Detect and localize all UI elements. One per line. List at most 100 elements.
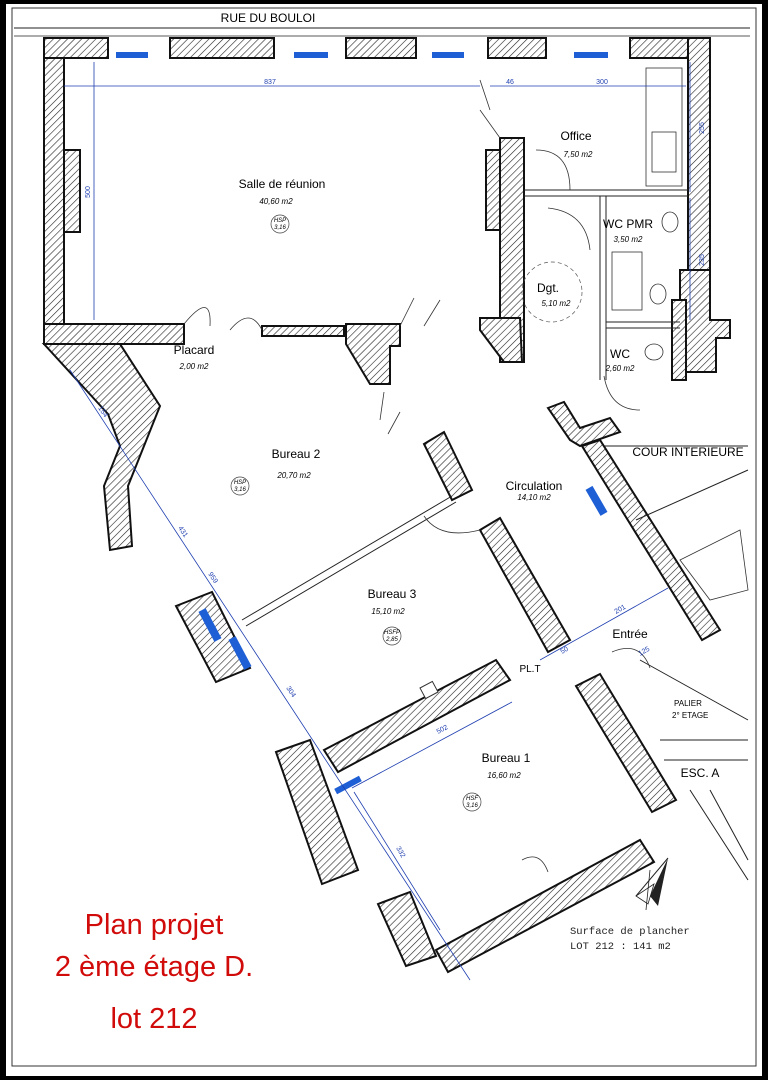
door-wcpmr xyxy=(547,207,591,251)
facade-wall xyxy=(487,37,547,59)
room-name-salle: Salle de réunion xyxy=(239,177,326,191)
dim-201-line xyxy=(539,587,669,661)
room-name-office: Office xyxy=(560,129,591,143)
palier-label: PALIER xyxy=(674,699,702,708)
door-office xyxy=(479,79,501,139)
dim-332: 332 xyxy=(394,846,406,860)
plt-label: PL.T xyxy=(519,664,540,675)
room-area-bureau3: 15,10 m2 xyxy=(371,607,405,616)
room-name-wc: WC xyxy=(610,347,630,361)
title-line-1: Plan projet xyxy=(85,909,224,941)
hsp-label-bureau1: HSF xyxy=(466,796,478,802)
room-area-circulation: 14,10 m2 xyxy=(517,493,551,502)
door-salle xyxy=(399,297,441,327)
hsp-label-bureau3: HSFP xyxy=(384,630,400,636)
courtyard-label: COUR INTERIEURE xyxy=(632,445,743,459)
facade-wall xyxy=(43,37,109,59)
shower-pmr xyxy=(611,251,643,311)
hsp-marker xyxy=(230,476,250,496)
hsp-value-bureau3: 2,85 xyxy=(385,637,398,643)
surface-label: Surface de plancher xyxy=(570,926,690,938)
door-placard xyxy=(183,307,211,327)
left-diagonal-wall xyxy=(41,343,162,552)
wc-right-wall xyxy=(671,299,687,381)
skylight xyxy=(679,529,749,601)
room-area-bureau1: 16,60 m2 xyxy=(487,771,521,780)
hsp-marker xyxy=(270,214,290,234)
door-entree xyxy=(611,648,651,669)
title-line-3: lot 212 xyxy=(110,1003,197,1035)
dim-long-diagonal xyxy=(69,369,471,981)
door-placard xyxy=(229,317,263,331)
hsp-marker xyxy=(382,626,402,646)
room-name-wcpmr: WC PMR xyxy=(603,217,653,231)
dim-50: 50 xyxy=(560,646,570,656)
bureau2-partition xyxy=(241,495,453,621)
bureau3-right-wall xyxy=(478,516,572,654)
dim-502: 502 xyxy=(436,724,450,736)
hsp-label-bureau2: HSP xyxy=(234,480,246,486)
sink xyxy=(651,131,677,173)
room-area-dgt: 5,10 m2 xyxy=(542,299,571,308)
landing-line xyxy=(639,659,749,721)
washbasin xyxy=(661,211,679,233)
door-bureau2 xyxy=(379,391,401,435)
fireplace-right xyxy=(485,149,501,231)
room-area-salle: 40,60 m2 xyxy=(259,197,293,206)
dim-46: 46 xyxy=(506,79,514,86)
room-area-bureau2: 20,70 m2 xyxy=(276,471,311,480)
room-area-placard: 2,00 m2 xyxy=(179,362,209,371)
room-name-placard: Placard xyxy=(174,343,215,357)
door-bureau1-window xyxy=(521,856,549,873)
circulation-right-wall xyxy=(580,438,722,642)
right-outer-wall-lower xyxy=(679,269,731,373)
dim-837: 837 xyxy=(264,79,276,86)
bureau1-left-wall xyxy=(274,738,360,886)
dim-500: 500 xyxy=(85,186,92,198)
room-area-wc: 2,60 m2 xyxy=(605,364,635,373)
dim-201: 201 xyxy=(614,604,628,616)
turning-circle xyxy=(521,261,583,323)
dim-300: 300 xyxy=(596,79,608,86)
surface-value: LOT 212 : 141 m2 xyxy=(570,941,671,953)
title-line-2: 2 ème étage D. xyxy=(55,951,253,983)
fireplace-left xyxy=(63,149,81,233)
window xyxy=(116,52,148,58)
room-name-bureau2: Bureau 2 xyxy=(272,447,321,461)
salle-bottom-wall xyxy=(43,323,185,345)
room-name-bureau1: Bureau 1 xyxy=(482,751,531,765)
salle-bottom-wall-thin xyxy=(261,325,345,337)
bureau1-top-wall xyxy=(322,658,512,774)
door-office-arc xyxy=(535,149,571,191)
salle-bottom-wall xyxy=(345,323,401,385)
room-area-wcpmr: 3,50 m2 xyxy=(614,235,643,244)
hsp-marker xyxy=(462,792,482,812)
bureau1-bottom-wall xyxy=(434,838,656,974)
bureau1-bottom-left-wall xyxy=(376,890,438,968)
street-name: RUE DU BOULOI xyxy=(221,11,316,25)
window xyxy=(294,52,328,58)
dim-255: 255 xyxy=(699,122,706,134)
palier-level-label: 2° ETAGE xyxy=(672,711,708,720)
window xyxy=(228,636,252,670)
hsp-value-bureau2: 3,16 xyxy=(234,487,246,493)
facade-wall xyxy=(169,37,275,59)
plt-box xyxy=(419,680,439,700)
salle-left-wall xyxy=(43,57,65,325)
door-bureau3 xyxy=(423,515,481,534)
bureau2-right-wall xyxy=(422,430,474,502)
salle-bottom-wall-right xyxy=(479,317,524,363)
window xyxy=(198,608,222,642)
north-arrow-icon xyxy=(635,857,669,911)
courtyard-wall xyxy=(546,400,622,448)
door-wc xyxy=(603,375,641,411)
courtyard-line xyxy=(635,469,749,521)
room-name-entree: Entrée xyxy=(612,627,648,641)
window xyxy=(334,775,362,795)
window xyxy=(574,52,608,58)
hsp-value-salle: 3,16 xyxy=(274,225,286,231)
facade-wall xyxy=(345,37,417,59)
room-name-circulation: Circulation xyxy=(506,479,563,493)
room-area-office: 7,50 m2 xyxy=(564,150,593,159)
